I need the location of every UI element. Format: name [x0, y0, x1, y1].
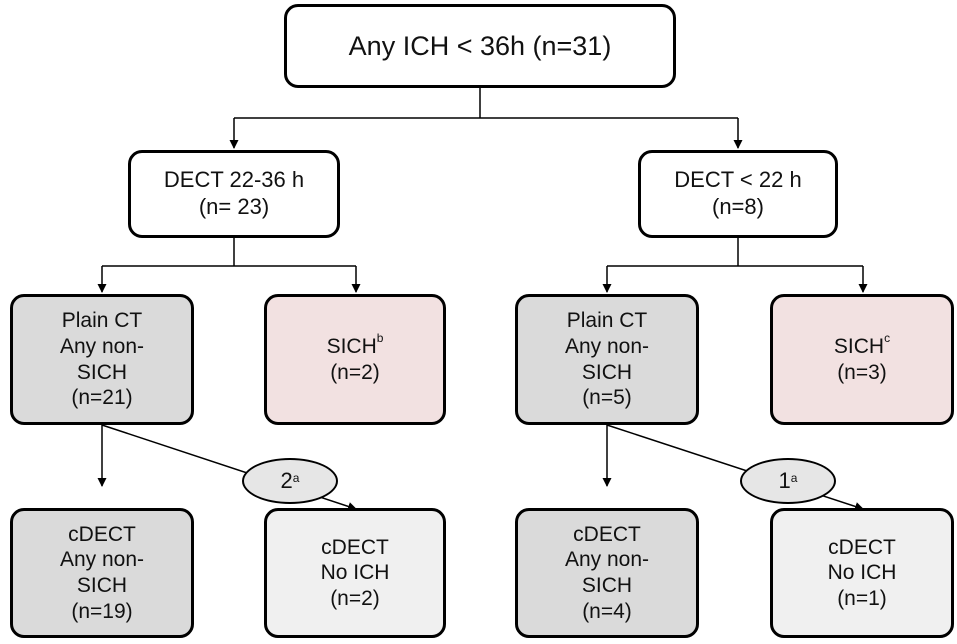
dect-22-node: DECT < 22 h (n=8) [638, 150, 838, 238]
left-cdect-nonsich-count: (n=19) [71, 599, 133, 623]
left-plain-ct-line2: Any non- [59, 334, 145, 358]
left-cdect-noich-node: cDECT No ICH (n=2) [264, 508, 446, 638]
dect-22-36-label: DECT 22-36 h [163, 167, 305, 193]
right-cdect-noich-line2: No ICH [827, 561, 897, 585]
right-cdect-noich-node: cDECT No ICH (n=1) [770, 508, 954, 638]
left-cdect-nonsich-line3: SICH [76, 574, 128, 597]
dect-22-36-node: DECT 22-36 h (n= 23) [128, 150, 340, 238]
left-sich-node: SICHb (n=2) [264, 294, 446, 425]
left-sich-count: (n=2) [330, 360, 380, 384]
left-plain-ct-count: (n=21) [71, 386, 133, 410]
right-sich-label-row: SICHc [833, 330, 891, 360]
right-cdect-nonsich-count: (n=4) [582, 599, 632, 623]
left-sich-label-row: SICHb [326, 330, 384, 360]
dect-22-label: DECT < 22 h [674, 167, 802, 193]
right-plain-ct-line3: SICH [581, 360, 633, 384]
dect-22-count: (n=8) [712, 194, 764, 219]
right-cdect-nonsich-line3: SICH [581, 574, 633, 597]
right-plain-ct-count: (n=5) [582, 386, 632, 410]
left-cdect-nonsich-line1: cDECT [68, 522, 136, 546]
root-text: Any ICH < 36h (n=31) [348, 30, 612, 61]
left-cdect-noich-line2: No ICH [320, 561, 390, 585]
left-plain-ct-line1: Plain CT [61, 309, 143, 333]
dect-22-36-count: (n= 23) [198, 194, 270, 219]
right-plain-ct-node: Plain CT Any non- SICH (n=5) [515, 294, 699, 425]
right-sich-footnote: c [884, 330, 891, 345]
left-cdect-noich-line1: cDECT [321, 535, 389, 559]
left-cdect-nonsich-node: cDECT Any non- SICH (n=19) [10, 508, 194, 638]
right-cdect-noich-count: (n=1) [837, 586, 887, 610]
left-sich-footnote: b [376, 330, 384, 345]
left-plain-ct-line3: SICH [76, 360, 128, 384]
right-sich-label: SICH [833, 334, 885, 358]
root-node: Any ICH < 36h (n=31) [284, 4, 676, 88]
right-cdect-nonsich-line2: Any non- [564, 548, 650, 572]
right-sich-node: SICHc (n=3) [770, 294, 954, 425]
left-cdect-noich-count: (n=2) [330, 586, 380, 610]
right-plain-ct-line1: Plain CT [566, 309, 648, 333]
left-cdect-nonsich-line2: Any non- [59, 548, 145, 572]
left-badge-value: 2 [280, 468, 293, 493]
right-plain-ct-line2: Any non- [564, 334, 650, 358]
left-sich-label: SICH [326, 334, 377, 358]
right-sich-count: (n=3) [837, 360, 887, 384]
right-cdect-nonsich-node: cDECT Any non- SICH (n=4) [515, 508, 699, 638]
left-plain-ct-node: Plain CT Any non- SICH (n=21) [10, 294, 194, 425]
right-cdect-nonsich-line1: cDECT [573, 522, 641, 546]
right-cdect-noich-line1: cDECT [828, 535, 896, 559]
right-badge-value: 1 [778, 468, 791, 493]
